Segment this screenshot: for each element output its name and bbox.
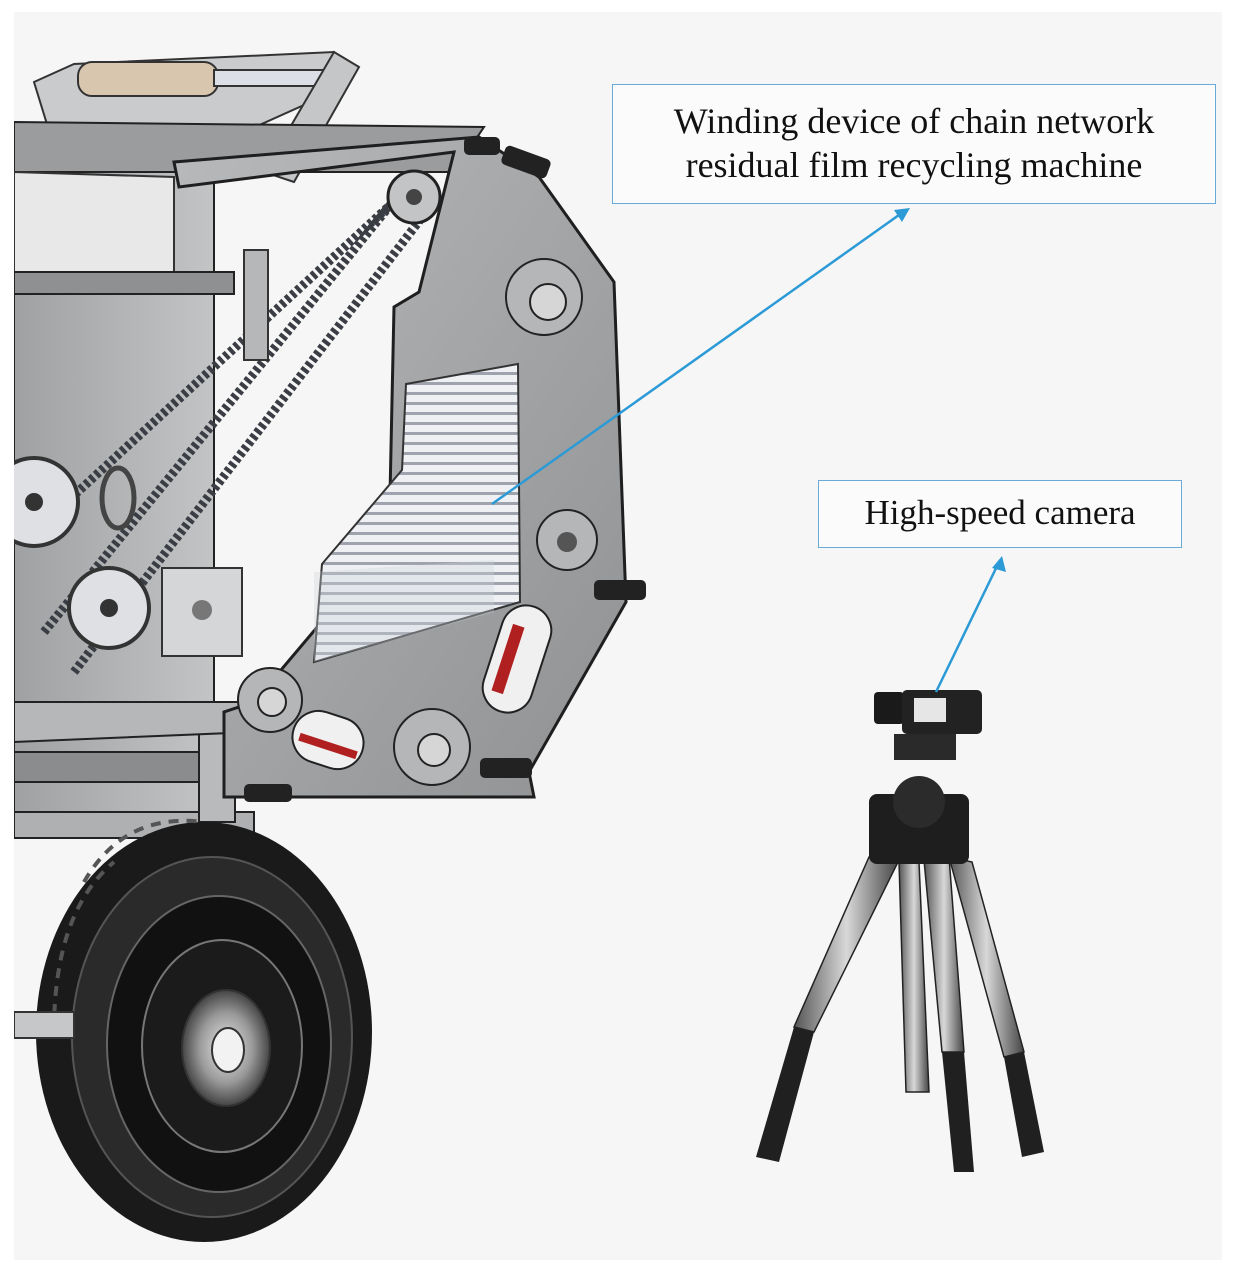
recycling-machine (14, 50, 646, 1242)
high-speed-camera-label: High-speed camera (818, 480, 1182, 548)
winding-device-label: Winding device of chain network residual… (612, 84, 1216, 204)
wheel (36, 818, 372, 1242)
winding-label-line1: Winding device of chain network (673, 101, 1155, 141)
axle (14, 1011, 75, 1039)
winding-label-line2: residual film recycling machine (685, 145, 1143, 185)
slots (291, 604, 553, 771)
figure-canvas: Winding device of chain network residual… (14, 12, 1222, 1260)
machine-frame (14, 120, 486, 839)
grate-window (312, 362, 522, 664)
high-speed-camera-device (874, 690, 982, 760)
illustration (14, 50, 1044, 1242)
bearings (237, 258, 598, 786)
chain-drive (30, 179, 430, 675)
callout-arrows (491, 208, 1006, 693)
bumpers (244, 137, 646, 802)
tripod (756, 776, 1044, 1172)
sprockets (14, 169, 442, 657)
